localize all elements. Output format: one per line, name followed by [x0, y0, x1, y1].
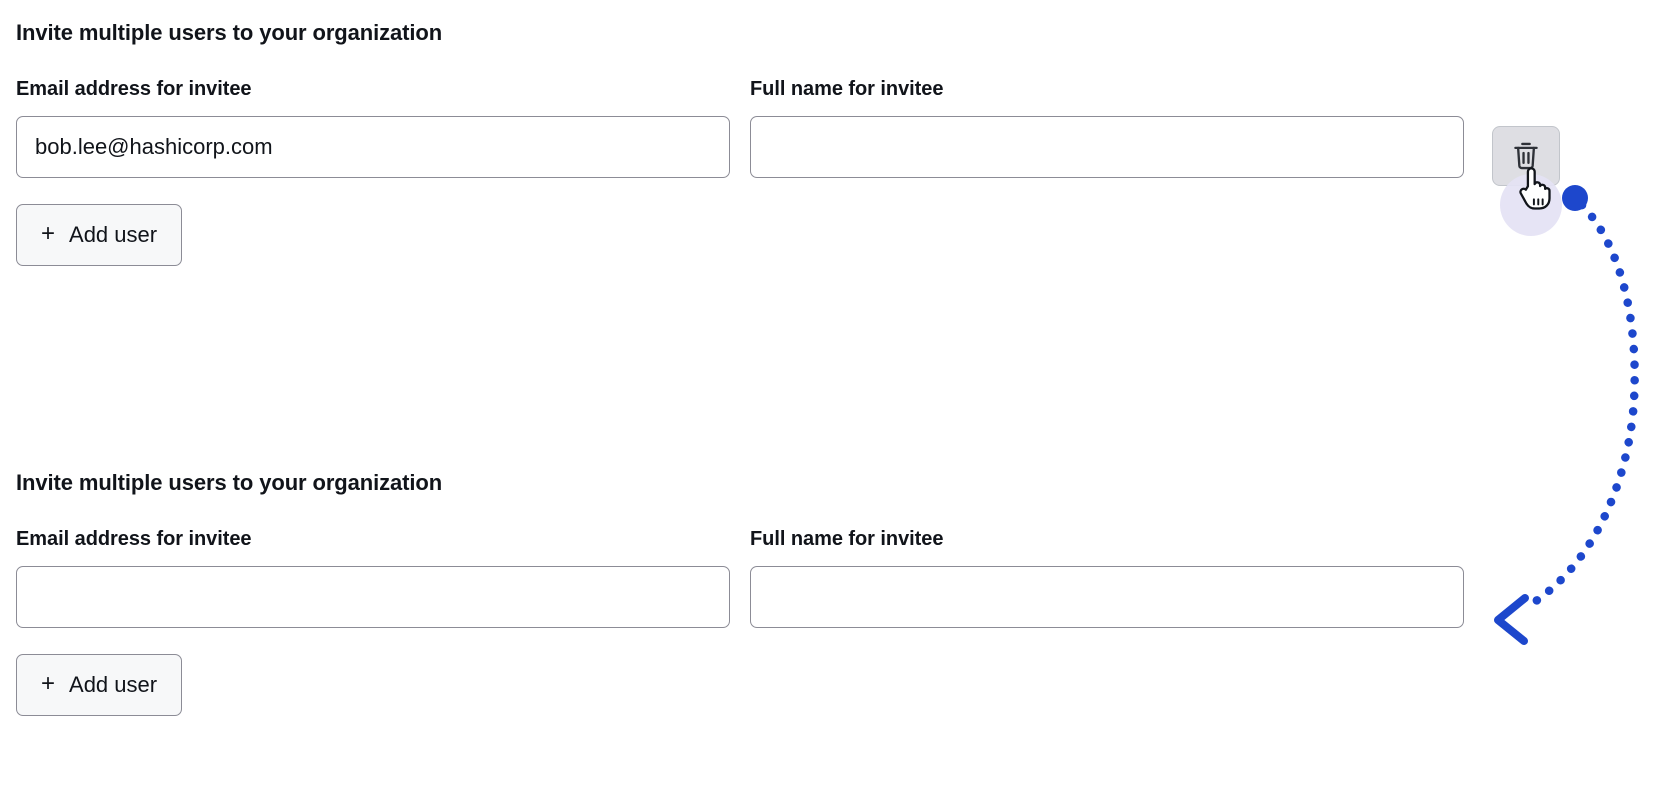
email-field-label-2: Email address for invitee	[16, 528, 252, 550]
fullname-input[interactable]	[750, 116, 1464, 178]
add-user-button[interactable]: + Add user	[16, 204, 183, 266]
invite-form-section-2: Invite multiple users to your organizati…	[16, 468, 1656, 716]
delete-invitee-button[interactable]	[1492, 126, 1560, 186]
trash-icon	[1511, 140, 1541, 172]
invitee-row-empty: Email address for invitee Full name for …	[16, 526, 1656, 716]
fullname-field-label-2: Full name for invitee	[750, 528, 944, 550]
invite-form-section-1: Invite multiple users to your organizati…	[16, 18, 1656, 266]
plus-icon-2: +	[41, 670, 56, 697]
email-field-group-2: Email address for invitee	[16, 526, 730, 628]
email-input[interactable]	[16, 116, 730, 178]
arrow-origin-dot	[1562, 185, 1588, 211]
fullname-field-group: Full name for invitee	[750, 76, 1464, 178]
fullname-field-group-2: Full name for invitee	[750, 526, 1464, 628]
page-title: Invite multiple users to your organizati…	[16, 20, 443, 45]
fullname-field-label: Full name for invitee	[750, 78, 944, 100]
add-user-button-label: Add user	[69, 222, 158, 247]
fullname-input-2[interactable]	[750, 566, 1464, 628]
email-input-2[interactable]	[16, 566, 730, 628]
page-title-2: Invite multiple users to your organizati…	[16, 470, 443, 495]
plus-icon: +	[41, 220, 56, 247]
email-field-group: Email address for invitee	[16, 76, 730, 178]
add-user-button-2[interactable]: + Add user	[16, 654, 183, 716]
add-user-button-label-2: Add user	[69, 672, 158, 697]
invitee-row: Email address for invitee Full name for …	[16, 76, 1656, 266]
email-field-label: Email address for invitee	[16, 78, 252, 100]
